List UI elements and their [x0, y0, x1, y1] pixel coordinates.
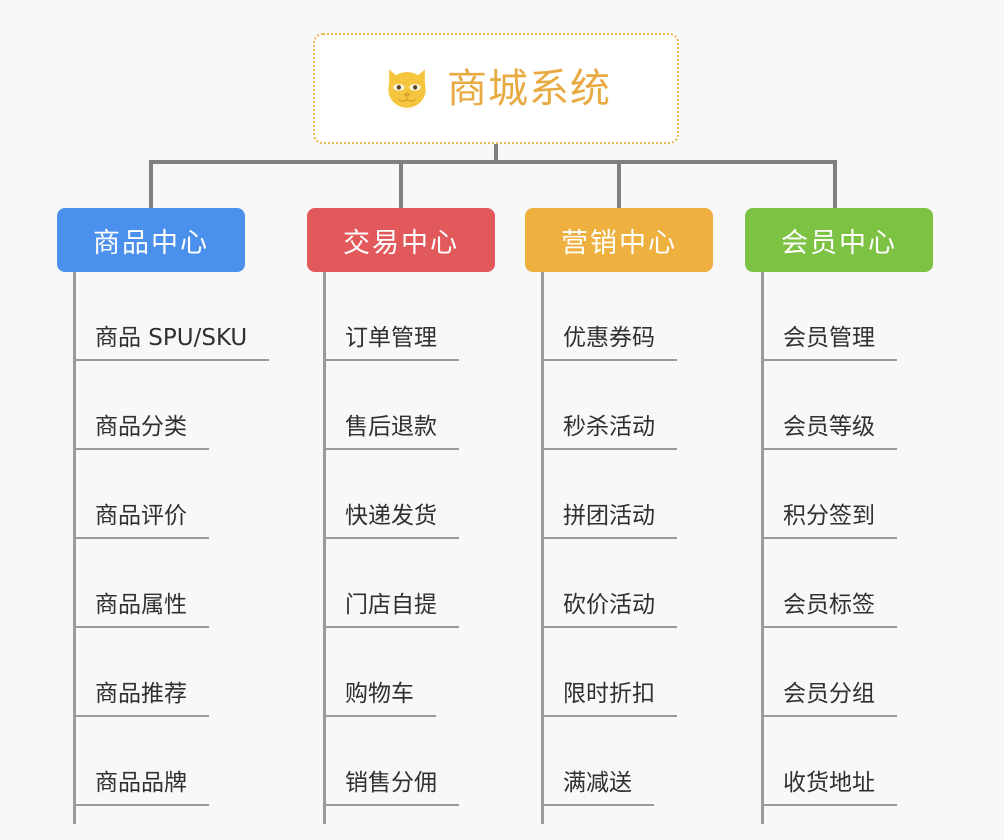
leaf-label: 订单管理: [323, 324, 459, 361]
category-column-marketing: 营销中心 优惠券码 秒杀活动 拼团活动 砍价活动 限时折扣 满减送: [525, 208, 755, 824]
category-column-product: 商品中心 商品 SPU/SKU 商品分类 商品评价 商品属性 商品推荐 商品品牌: [57, 208, 287, 824]
connector-drop-3: [617, 160, 621, 208]
list-item[interactable]: 商品 SPU/SKU: [73, 272, 287, 361]
category-header-product[interactable]: 商品中心: [57, 208, 245, 272]
leaf-label: 商品品牌: [73, 769, 209, 806]
category-header-label: 商品中心: [93, 227, 209, 259]
leaf-label: 会员等级: [761, 413, 897, 450]
category-column-member: 会员中心 会员管理 会员等级 积分签到 会员标签 会员分组 收货地址: [745, 208, 975, 824]
leaf-label: 会员标签: [761, 591, 897, 628]
leaf-label: 售后退款: [323, 413, 459, 450]
leaf-label: 拼团活动: [541, 502, 677, 539]
connector-drop-1: [149, 160, 153, 208]
leaf-list-transaction: 订单管理 售后退款 快递发货 门店自提 购物车 销售分佣: [307, 272, 537, 806]
column-trunk-line: [323, 272, 326, 824]
leaf-list-product: 商品 SPU/SKU 商品分类 商品评价 商品属性 商品推荐 商品品牌: [57, 272, 287, 806]
list-item[interactable]: 拼团活动: [541, 450, 755, 539]
leaf-label: 快递发货: [323, 502, 459, 539]
column-trunk-line: [761, 272, 764, 824]
list-item[interactable]: 购物车: [323, 628, 537, 717]
category-header-transaction[interactable]: 交易中心: [307, 208, 495, 272]
leaf-label: 限时折扣: [541, 680, 677, 717]
list-item[interactable]: 商品分类: [73, 361, 287, 450]
leaf-label: 积分签到: [761, 502, 897, 539]
connector-drop-2: [399, 160, 403, 208]
list-item[interactable]: 会员等级: [761, 361, 975, 450]
category-header-label: 营销中心: [561, 227, 677, 259]
list-item[interactable]: 会员分组: [761, 628, 975, 717]
list-item[interactable]: 商品评价: [73, 450, 287, 539]
category-header-label: 会员中心: [781, 227, 897, 259]
list-item[interactable]: 秒杀活动: [541, 361, 755, 450]
connector-drop-4: [833, 160, 837, 208]
root-node[interactable]: 商城系统: [313, 33, 679, 144]
leaf-label: 商品属性: [73, 591, 209, 628]
list-item[interactable]: 优惠券码: [541, 272, 755, 361]
leaf-label: 商品 SPU/SKU: [73, 324, 270, 361]
leaf-label: 会员管理: [761, 324, 897, 361]
root-title: 商城系统: [447, 65, 611, 112]
shiba-dog-icon: [381, 63, 433, 115]
leaf-label: 会员分组: [761, 680, 897, 717]
list-item[interactable]: 收货地址: [761, 717, 975, 806]
connector-horizontal-bar: [149, 160, 837, 164]
list-item[interactable]: 满减送: [541, 717, 755, 806]
leaf-label: 优惠券码: [541, 324, 677, 361]
category-header-member[interactable]: 会员中心: [745, 208, 933, 272]
list-item[interactable]: 砍价活动: [541, 539, 755, 628]
leaf-label: 销售分佣: [323, 769, 459, 806]
leaf-list-member: 会员管理 会员等级 积分签到 会员标签 会员分组 收货地址: [745, 272, 975, 806]
list-item[interactable]: 会员管理: [761, 272, 975, 361]
category-header-label: 交易中心: [343, 227, 459, 259]
column-trunk-line: [541, 272, 544, 824]
list-item[interactable]: 售后退款: [323, 361, 537, 450]
leaf-label: 秒杀活动: [541, 413, 677, 450]
list-item[interactable]: 积分签到: [761, 450, 975, 539]
leaf-label: 购物车: [323, 680, 436, 717]
leaf-label: 商品推荐: [73, 680, 209, 717]
connector-stem: [494, 144, 498, 164]
list-item[interactable]: 限时折扣: [541, 628, 755, 717]
list-item[interactable]: 快递发货: [323, 450, 537, 539]
leaf-label: 满减送: [541, 769, 654, 806]
leaf-label: 商品评价: [73, 502, 209, 539]
column-trunk-line: [73, 272, 76, 824]
category-header-marketing[interactable]: 营销中心: [525, 208, 713, 272]
leaf-list-marketing: 优惠券码 秒杀活动 拼团活动 砍价活动 限时折扣 满减送: [525, 272, 755, 806]
leaf-label: 砍价活动: [541, 591, 677, 628]
list-item[interactable]: 商品属性: [73, 539, 287, 628]
leaf-label: 收货地址: [761, 769, 897, 806]
list-item[interactable]: 商品推荐: [73, 628, 287, 717]
list-item[interactable]: 会员标签: [761, 539, 975, 628]
list-item[interactable]: 订单管理: [323, 272, 537, 361]
list-item[interactable]: 商品品牌: [73, 717, 287, 806]
category-column-transaction: 交易中心 订单管理 售后退款 快递发货 门店自提 购物车 销售分佣: [307, 208, 537, 824]
list-item[interactable]: 门店自提: [323, 539, 537, 628]
leaf-label: 门店自提: [323, 591, 459, 628]
list-item[interactable]: 销售分佣: [323, 717, 537, 806]
leaf-label: 商品分类: [73, 413, 209, 450]
